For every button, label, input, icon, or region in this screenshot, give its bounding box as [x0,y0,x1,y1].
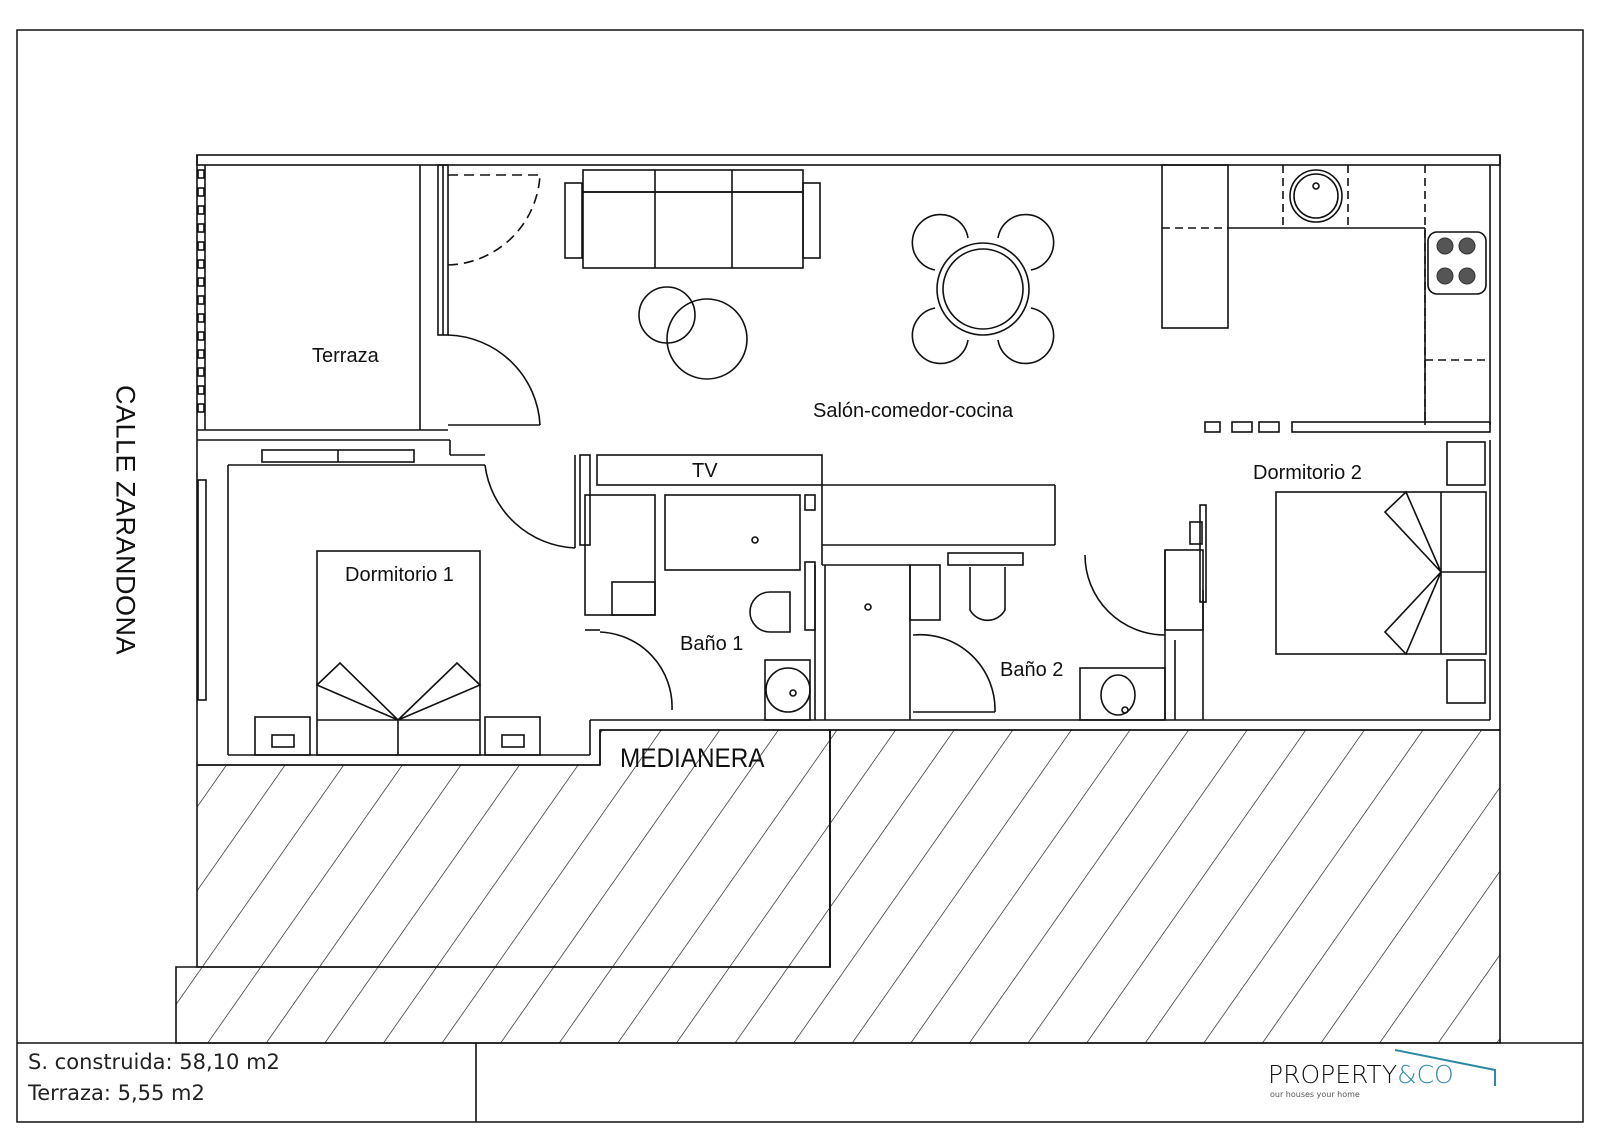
logo-wordmark: PROPERTY&CO [1268,1060,1454,1089]
company-logo: PROPERTY&CO our houses your home [1268,1049,1496,1099]
exterior-wall [196,154,1501,166]
logo-brand-accent: &CO [1397,1060,1454,1089]
room-label-dormitorio-2: Dormitorio 2 [1253,462,1362,484]
hatched-party-area [175,729,1501,1044]
cooktop-burners [1436,237,1476,285]
roof-icon [1394,1049,1496,1086]
room-label-bano-2: Baño 2 [1000,659,1064,681]
room-label-salon: Salón-comedor-cocina [813,400,1014,422]
room-label-bano-1: Baño 1 [680,633,744,655]
bedroom-1-bed [254,550,541,756]
kitchen-units [1161,164,1490,425]
terrace-railing [197,165,206,430]
room-label-dormitorio-1: Dormitorio 1 [345,564,454,586]
terrace-area-text: Terraza: 5,55 m2 [28,1081,205,1105]
bathroom-2-fixtures [822,550,1166,721]
logo-tagline: our houses your home [1270,1090,1360,1099]
page-frame [16,29,1584,1123]
room-label-terraza: Terraza [312,345,379,367]
logo-brand-main: PROPERTY [1268,1060,1398,1089]
tv-unit [596,454,823,486]
sofa [564,169,821,269]
tv-label: TV [692,460,718,482]
dining-table [911,213,1055,365]
coffee-table-large [666,298,748,380]
party-wall-label: MEDIANERA [620,743,765,773]
built-area-text: S. construida: 58,10 m2 [28,1050,280,1074]
street-name: CALLE ZARANDONA [110,384,141,656]
street-label: CALLE ZARANDONA [95,370,155,670]
bedroom-2-furniture [1164,421,1491,720]
bathroom-1-fixtures [584,494,816,721]
